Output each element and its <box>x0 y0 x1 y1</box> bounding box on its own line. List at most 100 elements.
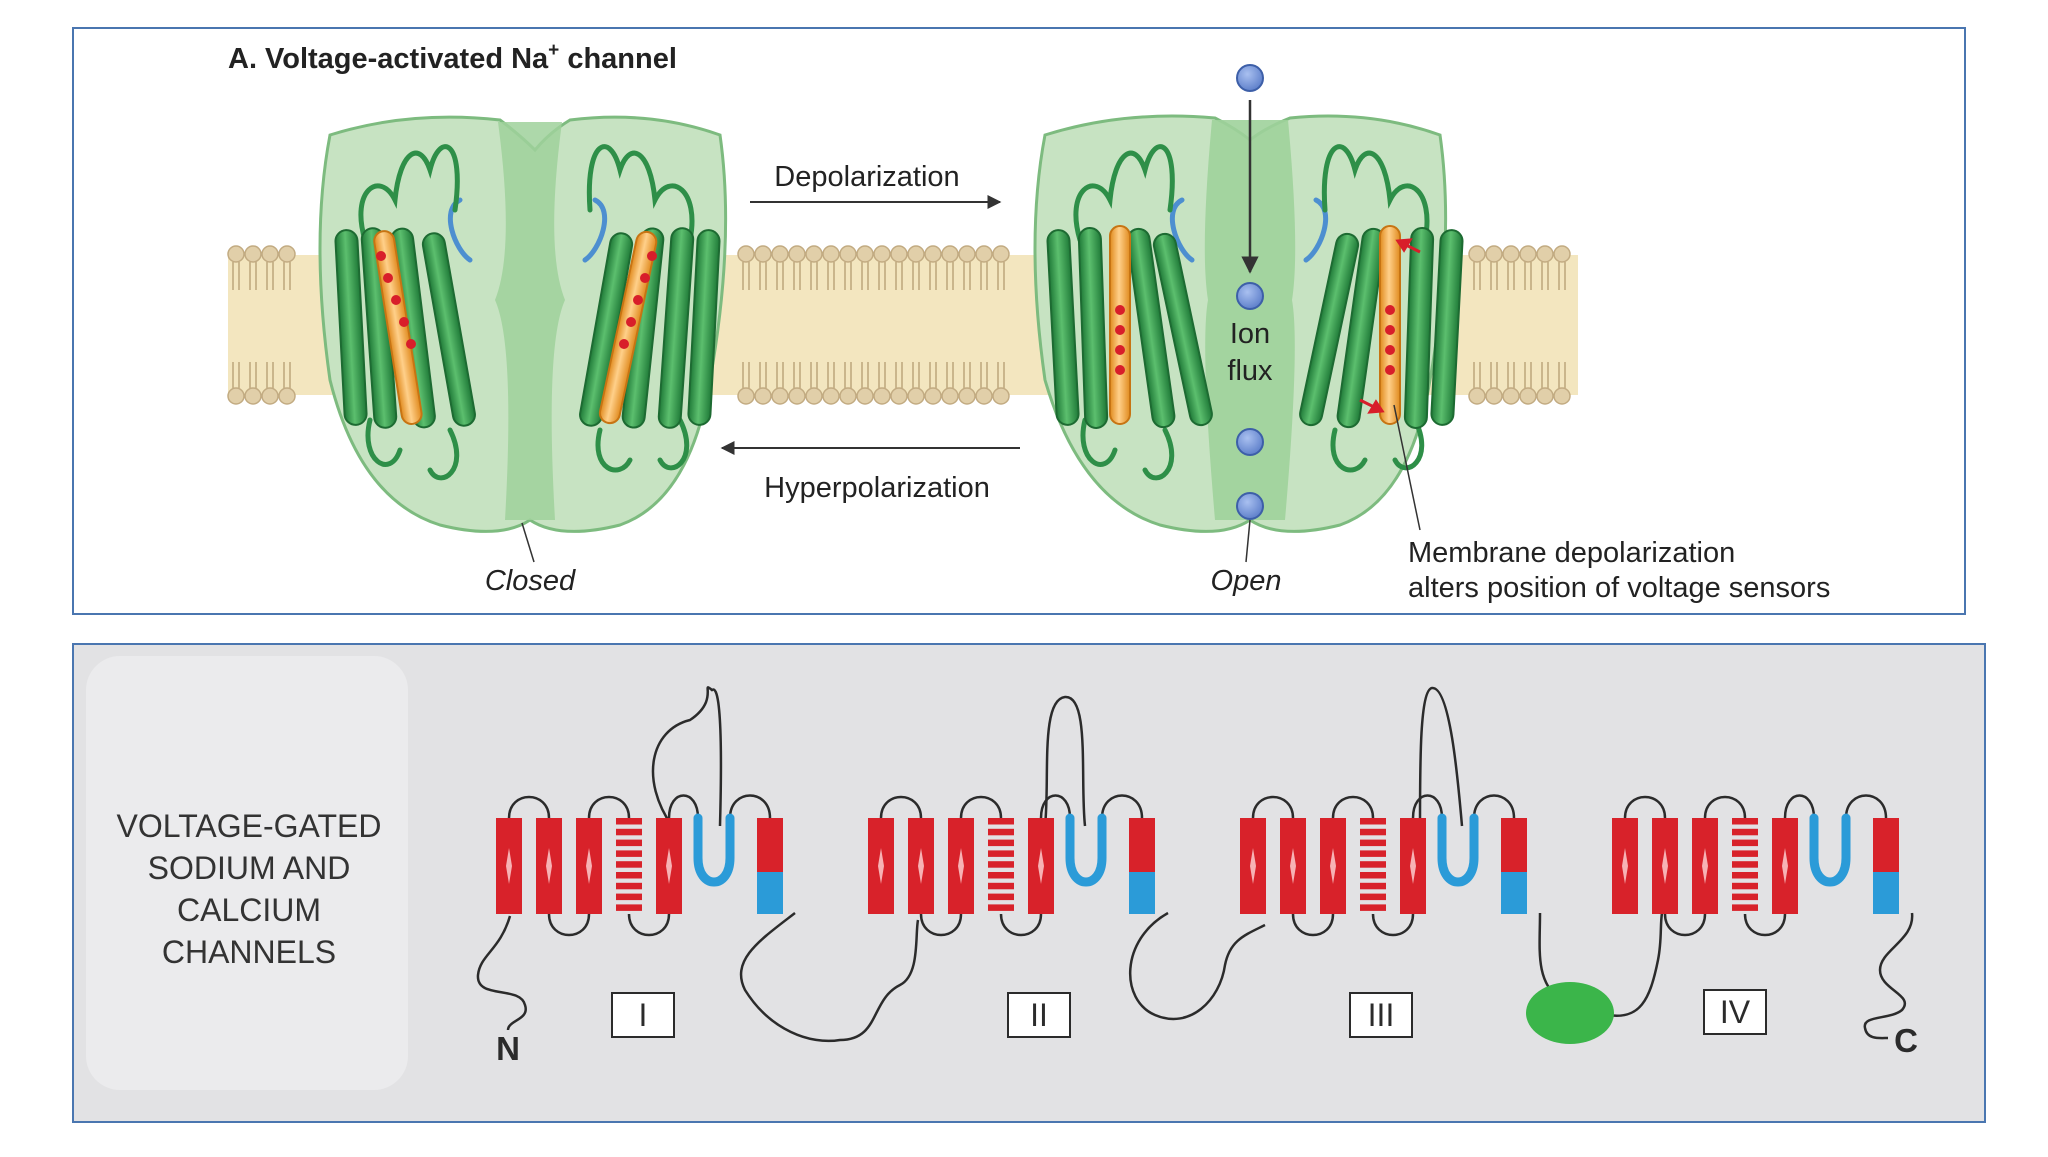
label-line: CHANNELS <box>162 934 336 970</box>
domain-ii-box <box>1007 992 1071 1038</box>
closed-central-region <box>495 122 565 520</box>
segment-highlight <box>506 848 512 884</box>
open-label: Open <box>1211 565 1282 597</box>
lipid-head <box>754 387 772 405</box>
s6-segment-upper <box>757 818 783 872</box>
lipid-head <box>261 245 279 263</box>
lipid-head <box>1536 245 1554 263</box>
lipid-head <box>839 387 857 405</box>
segment-loop <box>547 913 591 937</box>
lipid-head <box>1519 387 1537 405</box>
n-terminus-label: N <box>496 1030 520 1067</box>
segment-highlight <box>1250 848 1256 884</box>
open-pore <box>1204 120 1296 520</box>
s6-segment-lower <box>1129 872 1155 914</box>
segment-highlight <box>958 848 964 884</box>
lipid-head <box>907 245 925 263</box>
segment-highlight <box>586 848 592 884</box>
lipid-head <box>1468 245 1486 263</box>
closed-helices-right <box>579 227 721 429</box>
open-gating-charges <box>1115 305 1395 375</box>
segment-loop <box>919 913 963 937</box>
segment-highlight <box>878 848 884 884</box>
s4-stripe <box>1732 839 1758 847</box>
segment-loop <box>1411 794 1444 819</box>
s4-stripe <box>1732 904 1758 911</box>
lipid-head <box>754 245 772 263</box>
s4-stripe <box>988 882 1014 890</box>
closed-label: Closed <box>485 565 576 597</box>
lipid-head <box>856 387 874 405</box>
s4-stripe <box>988 818 1014 825</box>
s4-stripe <box>1360 882 1386 890</box>
segment-loop <box>1703 795 1747 819</box>
domain-ii-extracellular-loop <box>1043 695 1087 827</box>
lipid-head <box>873 387 891 405</box>
sensor-caption-line2: alters position of voltage sensors <box>1408 572 1830 604</box>
s6-segment-upper <box>1501 818 1527 872</box>
segment-highlight <box>666 848 672 884</box>
segment-highlight <box>1782 848 1788 884</box>
lipid-head <box>822 387 840 405</box>
s4-stripe <box>616 818 642 825</box>
linker-chain <box>476 686 1914 1043</box>
s4-stripe <box>1360 904 1386 911</box>
helix <box>421 232 476 427</box>
pore-loop <box>1437 813 1479 887</box>
lipid-head <box>771 387 789 405</box>
depolarization-label: Depolarization <box>774 161 959 193</box>
transmembrane-domains <box>496 794 1899 937</box>
lipid-head <box>771 245 789 263</box>
s4-stripe <box>616 861 642 868</box>
segment-loop <box>1331 795 1375 819</box>
s4-stripe <box>616 828 642 836</box>
segment-loop <box>1663 913 1707 937</box>
label-line: CALCIUM <box>177 892 321 928</box>
s4-stripe <box>988 861 1014 868</box>
lipid-heads-inner <box>227 362 1571 405</box>
s4-stripe <box>616 872 642 879</box>
lipid-head <box>737 245 755 263</box>
domain-iii-box <box>1349 992 1413 1038</box>
lipid-head <box>1553 387 1571 405</box>
sensor-leader-line <box>1393 404 1421 531</box>
inactivation-gate-blob <box>1526 982 1614 1044</box>
helix <box>1077 227 1109 429</box>
linker-ii-iii <box>1128 911 1266 1021</box>
segment-highlight <box>1702 848 1708 884</box>
s4-stripe <box>616 882 642 890</box>
c-terminal-tail <box>1863 912 1914 1040</box>
domain-3-segments <box>1240 794 1527 937</box>
lipid-head <box>227 387 245 405</box>
open-channel <box>1033 64 1464 533</box>
s4-stripe <box>988 839 1014 847</box>
open-intracellular-loops <box>1080 417 1425 481</box>
lipid-heads-outer <box>227 245 1571 290</box>
ion-inside <box>1236 492 1264 520</box>
lipid-head <box>1536 387 1554 405</box>
segment-loop <box>1844 794 1888 819</box>
s4-stripe <box>616 893 642 901</box>
helix <box>657 227 695 429</box>
open-loops-left <box>1073 144 1175 243</box>
domain-iii-extracellular-loop <box>1418 686 1464 827</box>
lipid-head <box>856 245 874 263</box>
lipid-head <box>244 245 262 263</box>
pore-loop <box>693 813 735 887</box>
closed-loops-right <box>586 144 695 243</box>
segment-loop <box>1472 794 1516 819</box>
domain-2-segments <box>868 794 1155 937</box>
segment-loop <box>667 794 700 819</box>
s4-stripe <box>1732 893 1758 901</box>
lipid-head <box>805 387 823 405</box>
segment-loop <box>999 913 1043 937</box>
c-terminus-label: C <box>1894 1022 1918 1059</box>
segment-highlight <box>1410 848 1416 884</box>
segment-loop <box>959 795 1003 819</box>
s4-stripe <box>1360 850 1386 857</box>
segment-loop <box>587 795 631 819</box>
helix <box>1299 232 1360 427</box>
lipid-head <box>839 245 857 263</box>
lipid-head <box>244 387 262 405</box>
lipid-head <box>1502 245 1520 263</box>
